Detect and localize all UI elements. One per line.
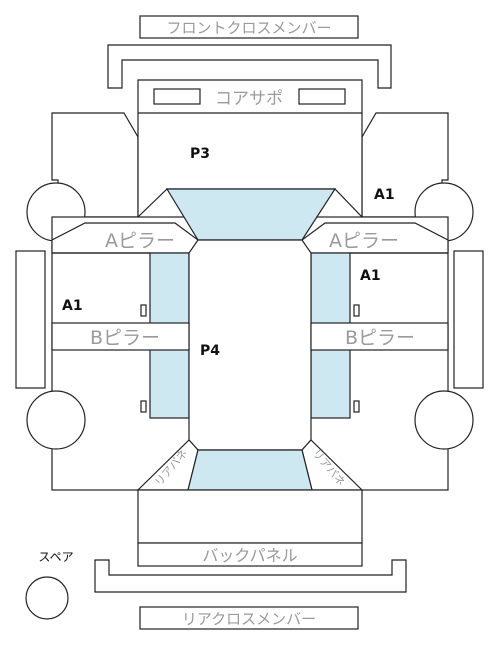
b-pillar-right-band	[310, 322, 449, 351]
b-pillar-left-label: Bピラー	[90, 327, 160, 349]
b-pillar-right-label: Bピラー	[345, 327, 415, 349]
spare-label: スペア	[38, 550, 73, 564]
front-bumper-bracket	[107, 44, 392, 89]
rear-bumper-bracket	[94, 559, 407, 593]
spare-tire	[25, 576, 69, 620]
rear-right-wheel	[414, 390, 474, 450]
rear-left-wheel	[26, 390, 86, 450]
a-pillar-right-label: Aピラー	[329, 230, 399, 252]
a-pillar-left-label: Aピラー	[105, 230, 175, 252]
right-front-door-handle	[353, 304, 360, 317]
front-cross-member-box	[139, 15, 359, 39]
marker-a1-right-door: A1	[360, 268, 381, 284]
left-front-door-handle	[140, 304, 147, 317]
core-support-label: コアサポ	[215, 89, 283, 109]
marker-a1-left-door: A1	[62, 298, 83, 314]
back-panel-box	[137, 542, 363, 567]
rear-cross-member-label: リアクロスメンバー	[182, 610, 316, 628]
marker-p3: P3	[190, 146, 210, 162]
core-support-left-slot	[153, 88, 201, 105]
back-panel-label: バックパネル	[202, 546, 297, 565]
rear-cross-member-box	[139, 606, 359, 630]
left-rear-door-handle	[140, 400, 147, 413]
right-rear-door-handle	[353, 400, 360, 413]
core-support-right-slot	[298, 88, 346, 105]
marker-a1-front-right: A1	[374, 187, 395, 203]
trunk-panel	[137, 489, 363, 544]
marker-p4: P4	[200, 343, 220, 359]
rear-window-glass	[187, 449, 313, 491]
front-cross-member-label: フロントクロスメンバー	[166, 19, 331, 37]
left-door-strip	[15, 250, 46, 389]
right-door-strip	[453, 250, 484, 389]
b-pillar-left-band	[51, 322, 190, 351]
